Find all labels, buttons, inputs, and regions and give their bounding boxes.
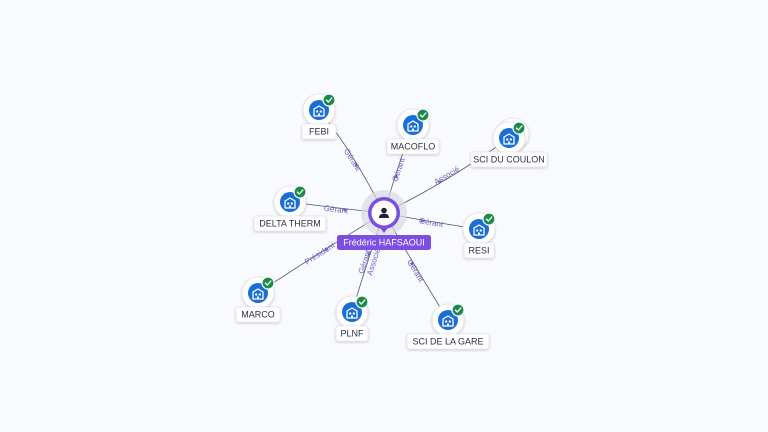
company-name: MACOFLO <box>391 141 436 151</box>
edge-label: Gérant <box>391 156 407 183</box>
company-node-marco[interactable]: MARCO <box>235 276 281 323</box>
edge-arrow <box>367 251 372 257</box>
building-icon <box>407 120 419 132</box>
company-node-delta-therm[interactable]: DELTA THERM <box>253 185 327 232</box>
verified-check-badge-icon <box>416 108 430 122</box>
building-icon <box>284 197 296 209</box>
edge-label: Gérant <box>342 147 363 173</box>
edge-arrow <box>420 218 425 223</box>
company-node-macoflo[interactable]: MACOFLO <box>386 108 440 155</box>
company-name: RESI <box>468 245 489 255</box>
edge-label: Associé <box>432 164 461 186</box>
company-label-pill <box>386 138 440 155</box>
company-label-pill <box>253 215 327 232</box>
company-name: PLNF <box>340 328 364 338</box>
company-name: FEBI <box>309 126 329 136</box>
company-label-pill <box>235 306 281 323</box>
company-label-pill <box>335 325 369 342</box>
verified-check-badge-icon <box>451 303 465 317</box>
company-name: MARCO <box>241 309 275 319</box>
verified-check-badge-icon <box>322 93 336 107</box>
edge-arrow <box>355 162 359 168</box>
edge-arrow <box>324 246 329 251</box>
company-node-febi[interactable]: FEBI <box>301 93 337 140</box>
building-icon <box>442 315 454 327</box>
company-node-sci-du-coulon[interactable]: SCI DU COULON <box>470 117 548 168</box>
edge-arrow <box>409 261 414 266</box>
edge-arrow <box>393 174 398 179</box>
company-name: DELTA THERM <box>259 218 321 228</box>
company-node-sci-de-la-gare[interactable]: SCI DE LA GARE <box>406 303 490 350</box>
person-name: Frédéric HAFSAOUI <box>343 237 425 247</box>
company-label-pill <box>406 333 490 350</box>
building-icon <box>473 224 485 236</box>
verified-check-badge-icon <box>482 212 496 226</box>
center-layer: Frédéric HAFSAOUI <box>337 190 431 250</box>
edge-arrow <box>437 180 442 185</box>
company-node-resi[interactable]: RESI <box>462 212 496 259</box>
company-name: SCI DE LA GARE <box>412 336 483 346</box>
nodes-layer: FEBI MACOFLO SCI DU COULON DELTA THERM RESI M… <box>235 93 548 350</box>
building-icon <box>313 105 325 117</box>
verified-check-badge-icon <box>355 295 369 309</box>
company-label-pill <box>463 242 495 259</box>
person-icon <box>379 207 389 218</box>
edge-label: Président <box>303 240 337 266</box>
edge-label: Gérant <box>418 216 444 229</box>
building-icon <box>503 133 515 145</box>
edge-label: Gérant <box>405 258 426 284</box>
company-node-plnf[interactable]: PLNF <box>335 295 369 342</box>
verified-check-badge-icon <box>512 121 526 135</box>
building-icon <box>252 288 264 300</box>
edge-label: Gérant <box>323 204 349 216</box>
building-icon <box>346 307 358 319</box>
company-label-pill <box>301 123 337 140</box>
company-label-pill <box>470 151 548 168</box>
company-name: SCI DU COULON <box>473 154 545 164</box>
edge-arrow <box>342 208 347 213</box>
verified-check-badge-icon <box>293 185 307 199</box>
verified-check-badge-icon <box>261 276 275 290</box>
person-node[interactable]: Frédéric HAFSAOUI <box>337 190 431 250</box>
person-label-pill <box>337 235 431 250</box>
